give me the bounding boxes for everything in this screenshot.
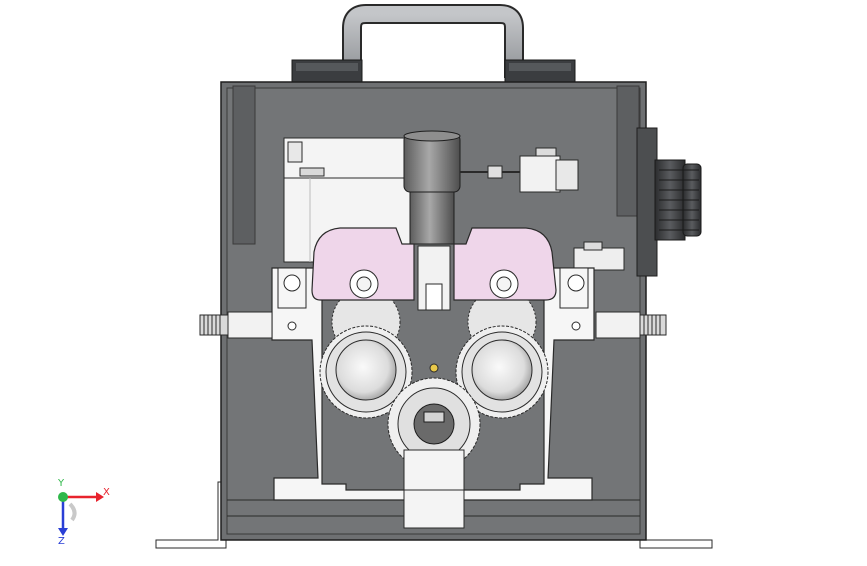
x-axis-label: X (103, 487, 110, 498)
cable-gland (636, 127, 702, 277)
z-axis-arrowhead (58, 528, 68, 536)
side-connector (573, 241, 625, 271)
motor-barrel (403, 130, 461, 245)
coordinate-triad: X Y Z (57, 478, 110, 547)
wire-inlet-fitting (199, 311, 273, 339)
y-axis-label: Y (57, 478, 65, 489)
feeder-housing (271, 267, 595, 501)
wire-guide (417, 245, 451, 311)
signal-connector (460, 147, 579, 193)
drive-gear-right (455, 325, 549, 419)
z-axis-label: Z (58, 536, 65, 547)
wire-outlet-fitting (595, 311, 667, 339)
y-axis-dot (58, 492, 68, 502)
pressure-arm-left (311, 227, 415, 301)
drive-gear-left (319, 325, 413, 419)
x-axis-arrowhead (96, 492, 104, 502)
carry-handle (291, 4, 576, 83)
lower-bracket (403, 449, 465, 529)
pressure-arm-right (453, 227, 557, 301)
